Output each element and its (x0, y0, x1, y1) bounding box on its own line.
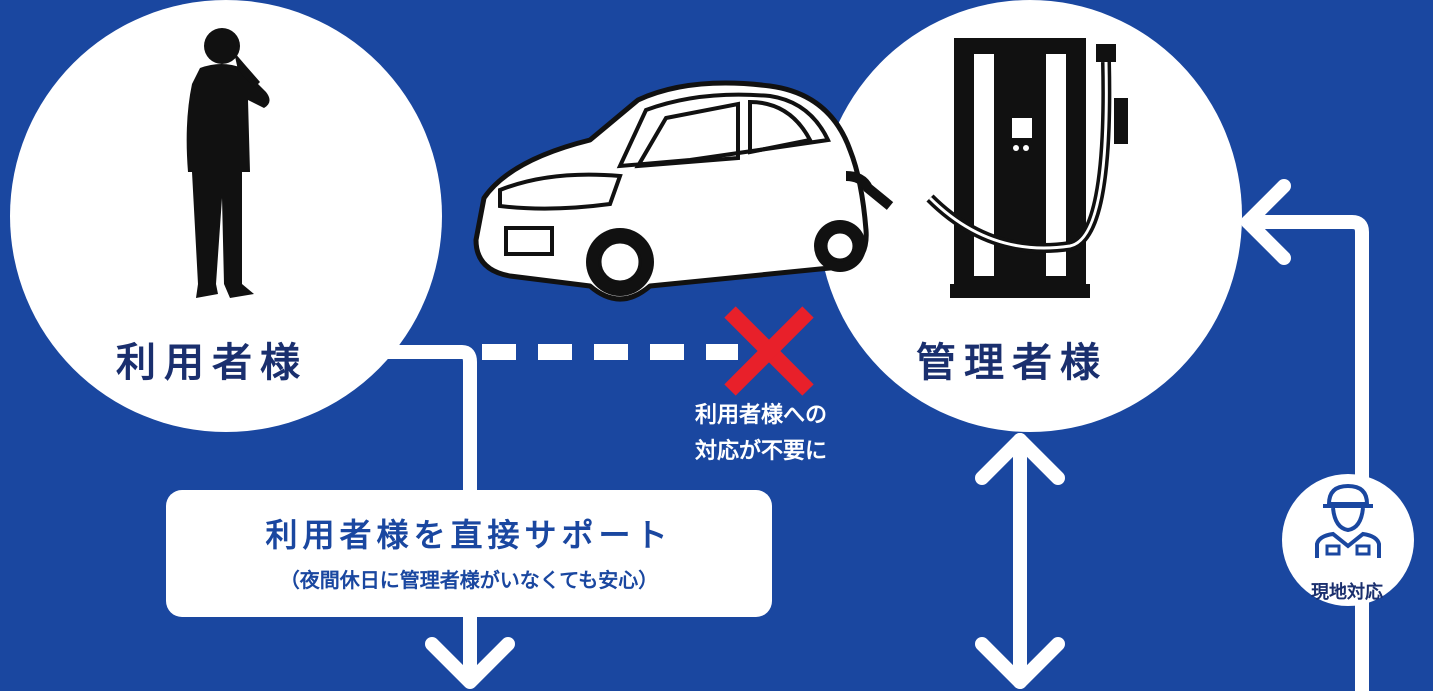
arrow-down-left (425, 637, 515, 689)
onsite-label: 現地対応 (1311, 582, 1383, 603)
electric-car-icon (473, 80, 894, 302)
onsite-return-path (1241, 215, 1369, 691)
arrow-down-center (975, 637, 1065, 689)
user-support-path (378, 345, 477, 687)
arrow-up-center (975, 433, 1065, 485)
support-subtitle: （夜間休日に管理者様がいなくても安心） (279, 568, 659, 592)
user-label: 利用者様 (116, 340, 308, 386)
arrow-left-right (1241, 179, 1291, 265)
notice-line-1: 利用者様への (694, 403, 827, 428)
notice-line-2: 対応が不要に (694, 439, 827, 464)
user-silhouette-icon (186, 28, 270, 298)
notice-text: 利用者様への 対応が不要に (656, 398, 866, 470)
manager-label: 管理者様 (916, 340, 1108, 386)
support-title: 利用者様を直接サポート (265, 516, 673, 554)
worker-icon (1315, 483, 1381, 558)
cross-mark-icon (724, 306, 814, 396)
charger-icon (926, 38, 1128, 298)
support-box: 利用者様を直接サポート （夜間休日に管理者様がいなくても安心） (166, 490, 772, 617)
onsite-badge (1282, 474, 1414, 606)
